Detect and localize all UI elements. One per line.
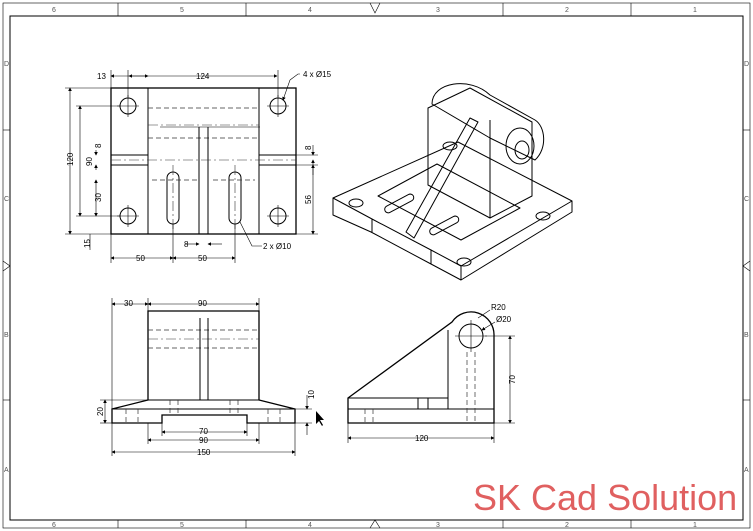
brand-watermark: SK Cad Solution xyxy=(473,477,737,518)
side-dim-dia20: Ø20 xyxy=(496,315,512,324)
front-dim-20: 20 xyxy=(96,407,105,416)
zone-right-a: A xyxy=(744,467,749,474)
front-view: 30 90 20 10 70 90 150 xyxy=(96,298,324,457)
front-dim-30: 30 xyxy=(124,299,133,308)
top-dim-holes: 4 x Ø15 xyxy=(303,70,332,79)
zone-top-1: 1 xyxy=(693,7,697,14)
zone-top-5: 5 xyxy=(180,7,184,14)
zone-left-d: D xyxy=(4,61,9,68)
top-dim-120: 120 xyxy=(66,152,75,166)
zone-left-a: A xyxy=(4,467,9,474)
left-center-mark xyxy=(2,260,11,272)
side-dim-r20: R20 xyxy=(491,303,506,312)
top-center-mark xyxy=(369,2,381,14)
zone-top-4: 4 xyxy=(308,7,312,14)
zone-top-2: 2 xyxy=(565,7,569,14)
zone-right-b: B xyxy=(744,332,749,339)
zone-bottom-4: 4 xyxy=(308,522,312,529)
zone-left-c: C xyxy=(4,196,9,203)
top-dim-56: 56 xyxy=(304,195,313,204)
zone-bottom-5: 5 xyxy=(180,522,184,529)
mounting-holes xyxy=(117,95,289,227)
top-dim-50-a: 50 xyxy=(136,254,145,263)
top-dim-8-right: 8 xyxy=(304,145,313,150)
top-dim-124: 124 xyxy=(196,72,210,81)
slots xyxy=(152,165,255,232)
side-view: R20 Ø20 70 120 xyxy=(347,303,517,443)
zone-right-c: C xyxy=(744,196,749,203)
zone-left-b: B xyxy=(4,332,9,339)
top-dim-8-left: 8 xyxy=(94,143,103,148)
side-dim-120: 120 xyxy=(415,434,429,443)
isometric-view xyxy=(332,83,573,281)
bottom-center-mark xyxy=(369,519,381,529)
front-dim-90: 90 xyxy=(198,299,207,308)
top-dim-50-b: 50 xyxy=(198,254,207,263)
top-dim-slots: 2 x Ø10 xyxy=(263,242,292,251)
front-dim-150: 150 xyxy=(197,448,211,457)
top-dim-30: 30 xyxy=(94,193,103,202)
top-dim-15: 15 xyxy=(83,239,92,248)
front-dim-90-b: 90 xyxy=(199,436,208,445)
top-dim-13: 13 xyxy=(97,72,106,81)
zone-bottom-6: 6 xyxy=(52,522,56,529)
top-dim-90: 90 xyxy=(85,157,94,166)
zone-bottom-1: 1 xyxy=(693,522,697,529)
cursor-icon xyxy=(316,411,324,426)
zone-right-d: D xyxy=(744,61,749,68)
top-dim-8-bottom: 8 xyxy=(184,240,189,249)
top-view: 13 124 4 x Ø15 120 90 8 30 8 56 15 8 2 x… xyxy=(65,70,332,263)
front-dim-70: 70 xyxy=(199,427,208,436)
front-dim-10: 10 xyxy=(307,390,316,399)
side-dim-70: 70 xyxy=(508,375,517,384)
right-center-mark xyxy=(742,260,751,272)
zone-top-3: 3 xyxy=(436,7,440,14)
zone-bottom-3: 3 xyxy=(436,522,440,529)
zone-top-6: 6 xyxy=(52,7,56,14)
zone-bottom-2: 2 xyxy=(565,522,569,529)
